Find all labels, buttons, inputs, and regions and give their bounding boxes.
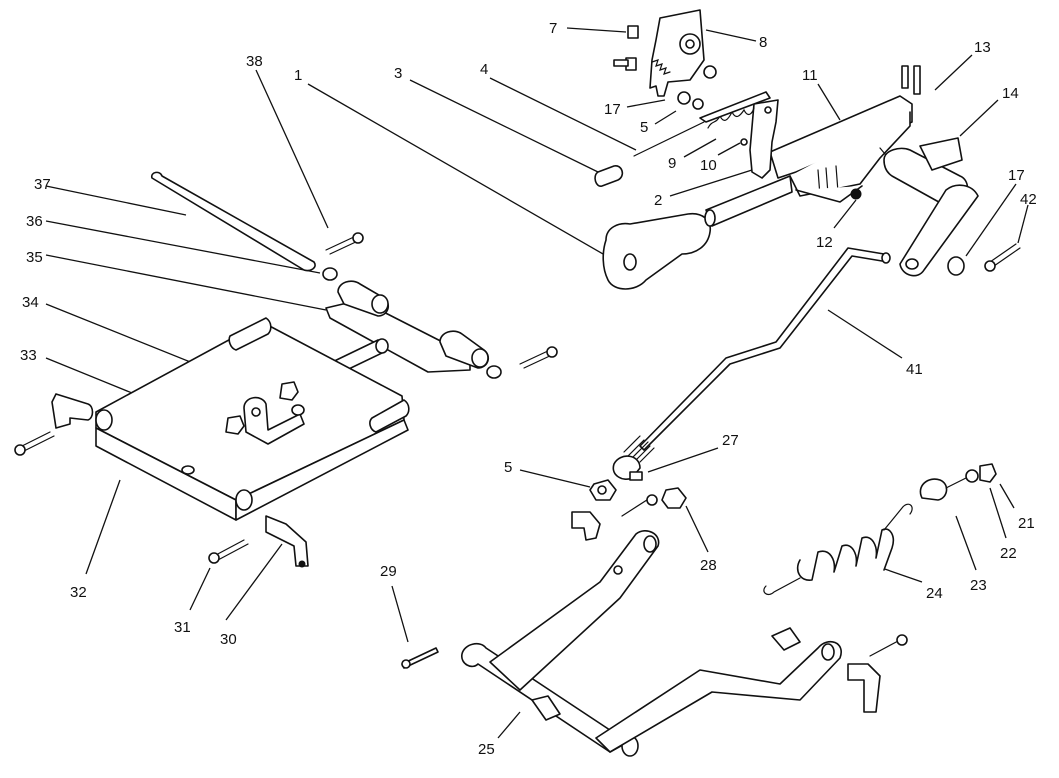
hitch-bracket — [323, 280, 558, 379]
callout-28: 28 — [700, 557, 717, 574]
callout-41: 41 — [906, 361, 923, 378]
callout-37: 37 — [34, 176, 51, 193]
lift-arm-assembly — [704, 65, 979, 277]
latch-quadrant-assembly — [633, 91, 779, 179]
callout-21: 21 — [1018, 515, 1035, 532]
callout-labels: 1 2 3 4 5 5 7 8 9 10 11 12 13 14 17 17 2… — [20, 20, 1037, 758]
lift-rod — [623, 247, 891, 463]
callout-10: 10 — [700, 157, 717, 174]
callout-23: 23 — [970, 577, 987, 594]
callout-14: 14 — [1002, 85, 1019, 102]
base-plate — [95, 317, 410, 521]
callout-3: 3 — [394, 65, 402, 82]
callout-42: 42 — [1020, 191, 1037, 208]
lift-shaft — [461, 530, 908, 757]
hitch-rod — [150, 171, 364, 281]
callout-36: 36 — [26, 213, 43, 230]
callout-38: 38 — [246, 53, 263, 70]
washers-and-clips — [947, 243, 1021, 276]
callout-17-top: 17 — [604, 101, 621, 118]
callout-12: 12 — [816, 234, 833, 251]
callout-2: 2 — [654, 192, 662, 209]
callout-22: 22 — [1000, 545, 1017, 562]
callout-13: 13 — [974, 39, 991, 56]
callout-24: 24 — [926, 585, 943, 602]
callout-33: 33 — [20, 347, 37, 364]
callout-29: 29 — [380, 563, 397, 580]
trunnion-and-nuts — [571, 455, 687, 541]
callout-5-top: 5 — [640, 119, 648, 136]
callout-5-bottom: 5 — [504, 459, 512, 476]
callout-27: 27 — [722, 432, 739, 449]
spring-assembly — [763, 463, 997, 596]
callout-31: 31 — [174, 619, 191, 636]
callout-9: 9 — [668, 155, 676, 172]
grip-cap — [594, 165, 624, 187]
hitch-pins — [14, 393, 309, 568]
callout-4: 4 — [480, 61, 488, 78]
callout-35: 35 — [26, 249, 43, 266]
callout-1: 1 — [294, 67, 302, 84]
callout-11: 11 — [802, 67, 818, 84]
callout-17-right: 17 — [1008, 167, 1025, 184]
callout-25: 25 — [478, 741, 495, 758]
ratchet-plate-assembly — [613, 9, 717, 110]
callout-7: 7 — [549, 20, 557, 37]
cotter-pin — [401, 647, 439, 669]
callout-8: 8 — [759, 34, 767, 51]
callout-34: 34 — [22, 294, 39, 311]
callout-30: 30 — [220, 631, 237, 648]
lift-handle-grip — [602, 212, 712, 290]
callout-32: 32 — [70, 584, 87, 601]
